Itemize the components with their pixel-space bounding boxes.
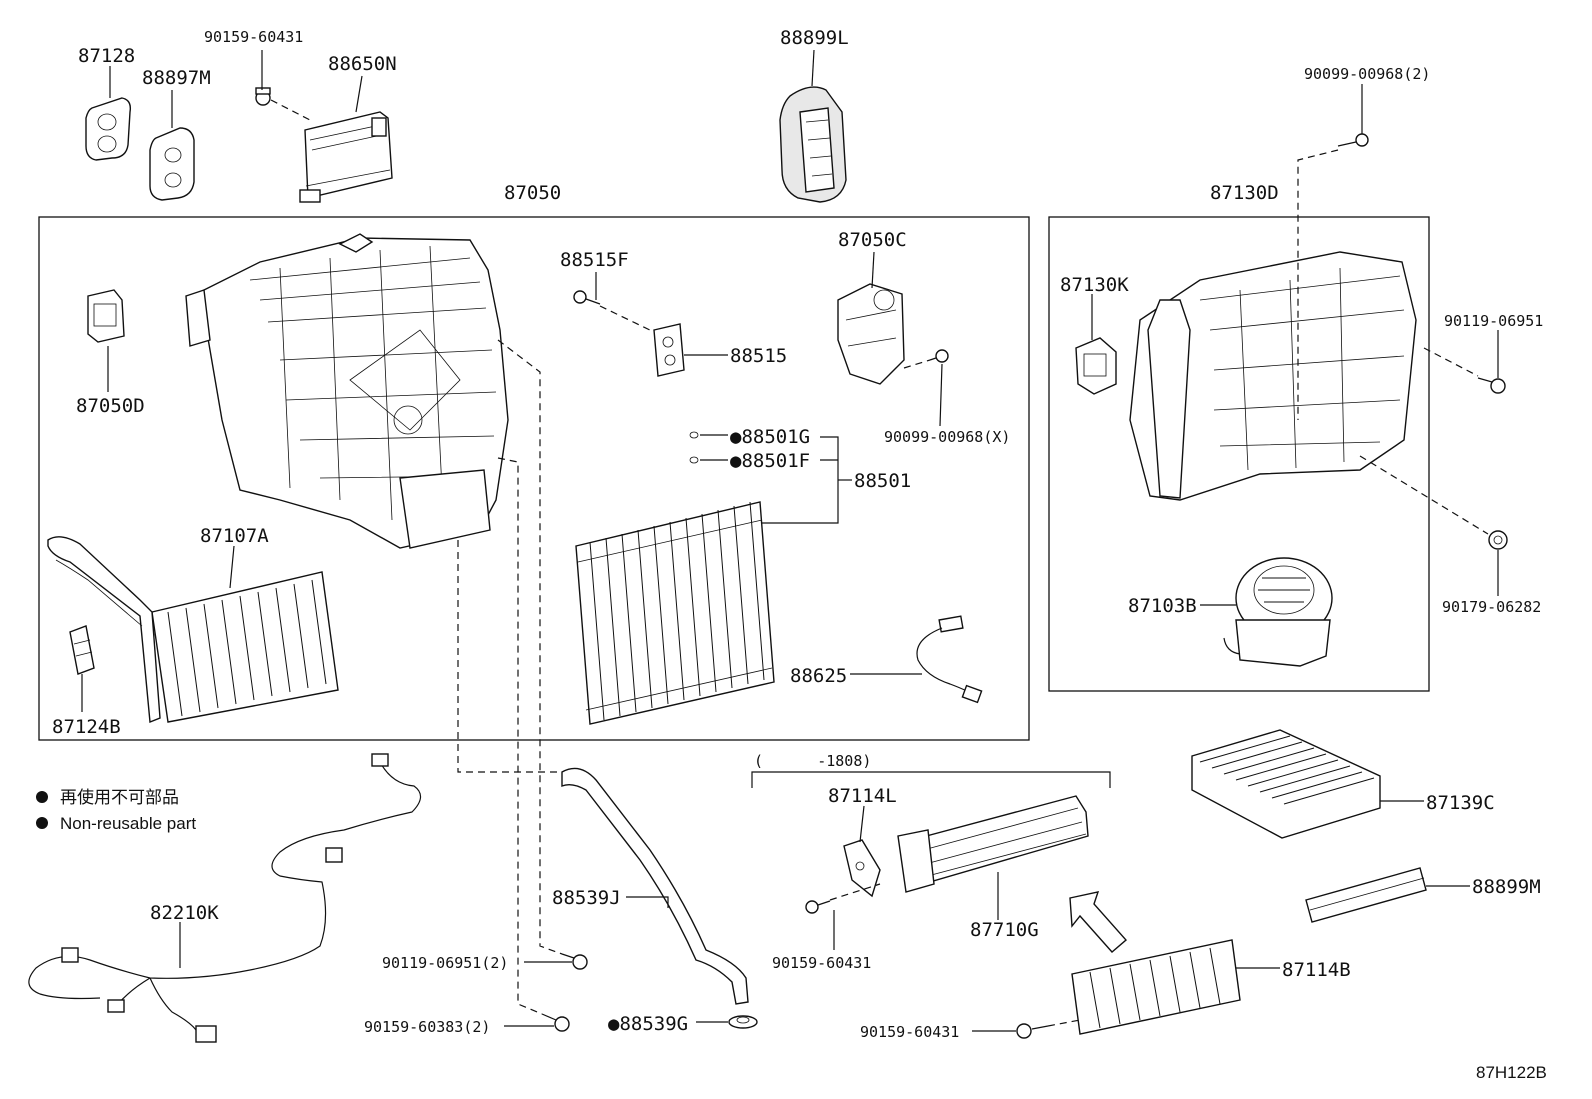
label-90159-60431-mid: 90159-60431 [772,954,871,972]
group-box-87130D [1048,216,1430,692]
legend-bullet-en [36,817,48,829]
label-90099-00968-X: 90099-00968(X) [884,428,1010,446]
bolt-90119-06951-right[interactable] [1477,377,1506,394]
part-87124B[interactable] [69,625,95,675]
dash-87050C [903,359,931,369]
label-87050: 87050 [504,182,561,204]
dash-drain [457,540,562,773]
part-88650N[interactable] [299,111,393,203]
label-82210K: 82210K [150,902,219,924]
part-87107A[interactable] [47,536,339,723]
bolt-90159-60431-bot[interactable] [1016,1023,1049,1039]
label-87103B: 87103B [1128,595,1197,617]
dash-90119-06951-2 [497,339,563,955]
direction-arrow [1069,891,1127,953]
label-87114B: 87114B [1282,959,1351,981]
label-88539G: ●88539G [608,1013,688,1035]
label-90119-06951-2: 90119-06951(2) [382,954,508,972]
part-88501[interactable] [575,501,775,725]
label-88899M: 88899M [1472,876,1541,898]
label-88650N: 88650N [328,53,397,75]
bolt-90099-00968-X[interactable] [929,349,949,363]
label-88899L: 88899L [780,27,849,49]
part-87114B[interactable] [1071,939,1241,1035]
label-88501G: ●88501G [730,426,810,448]
part-88625[interactable] [916,615,983,704]
leaders [81,49,1499,1032]
dash-90159-60383-2 [497,457,543,1015]
part-88539J[interactable] [561,767,749,1005]
label-88515: 88515 [730,345,787,367]
label-87128: 87128 [78,45,135,67]
part-87710G[interactable] [897,795,1089,893]
label-90159-60383-2: 90159-60383(2) [364,1018,490,1036]
part-82210K[interactable] [28,753,422,1043]
dash-90179-06282 [1359,455,1489,535]
part-87103B[interactable] [1223,557,1333,667]
label-88539J: 88539J [552,887,621,909]
part-87114L[interactable] [843,839,881,898]
dash-87114B [1047,1019,1081,1027]
legend-bullet-ja [36,791,48,803]
legend-text-en: Non-reusable part [60,814,196,833]
part-hvac-housing [185,233,509,549]
label-87130D: 87130D [1210,182,1279,204]
group-box-87050 [38,216,1030,741]
part-87050D[interactable] [87,289,125,343]
dash-87710G [829,883,881,901]
label-87130K: 87130K [1060,274,1129,296]
label-87107A: 87107A [200,525,269,547]
label-88625: 88625 [790,665,847,687]
bolt-90159-60431-top[interactable] [255,87,271,106]
label-87050C: 87050C [838,229,907,251]
part-blower-housing [1129,251,1417,501]
dash-90099-00968-2 [1297,149,1339,420]
label-90099-00968-2: 90099-00968(2) [1304,65,1430,83]
part-87128[interactable] [85,97,132,161]
dash-bolt-top [270,99,311,121]
label-90119-06951-right: 90119-06951 [1444,312,1543,330]
label-90159-60431-top: 90159-60431 [204,28,303,46]
bolt-88515F[interactable] [573,290,601,305]
label-87710G: 87710G [970,919,1039,941]
bracket-1808 [751,771,1111,788]
label-1808: ( -1808) [754,752,871,770]
dash-88515F [599,305,655,333]
diagram-code: 87H122B [1476,1063,1547,1082]
label-88897M: 88897M [142,67,211,89]
bolt-90119-06951-2[interactable] [561,953,588,970]
label-87050D: 87050D [76,395,145,417]
legend-text-ja: 再使用不可部品 [60,787,179,807]
part-88515[interactable] [653,323,685,377]
label-88501: 88501 [854,470,911,492]
oring-88501G[interactable] [689,431,699,439]
label-87124B: 87124B [52,716,121,738]
bolt-90159-60431-mid[interactable] [805,900,831,914]
part-88899L[interactable] [779,86,847,203]
part-87130K[interactable] [1075,337,1117,395]
label-87139C: 87139C [1426,792,1495,814]
part-88897M[interactable] [149,127,195,201]
oring-88501F[interactable] [689,456,699,464]
label-87114L: 87114L [828,785,897,807]
label-90159-60431-bot: 90159-60431 [860,1023,959,1041]
part-87139C[interactable] [1191,729,1381,839]
bolt-90099-00968-2[interactable] [1337,133,1369,147]
part-88539G[interactable] [728,1015,758,1029]
label-88501F: ●88501F [730,450,810,472]
dash-90119-06951-right [1423,347,1479,377]
part-88899M[interactable] [1305,867,1427,923]
label-88515F: 88515F [560,249,629,271]
bolt-90159-60383-2[interactable] [541,1013,570,1032]
part-87050C[interactable] [837,283,905,385]
label-90179-06282: 90179-06282 [1442,598,1541,616]
nut-90179-06282[interactable] [1488,530,1508,550]
